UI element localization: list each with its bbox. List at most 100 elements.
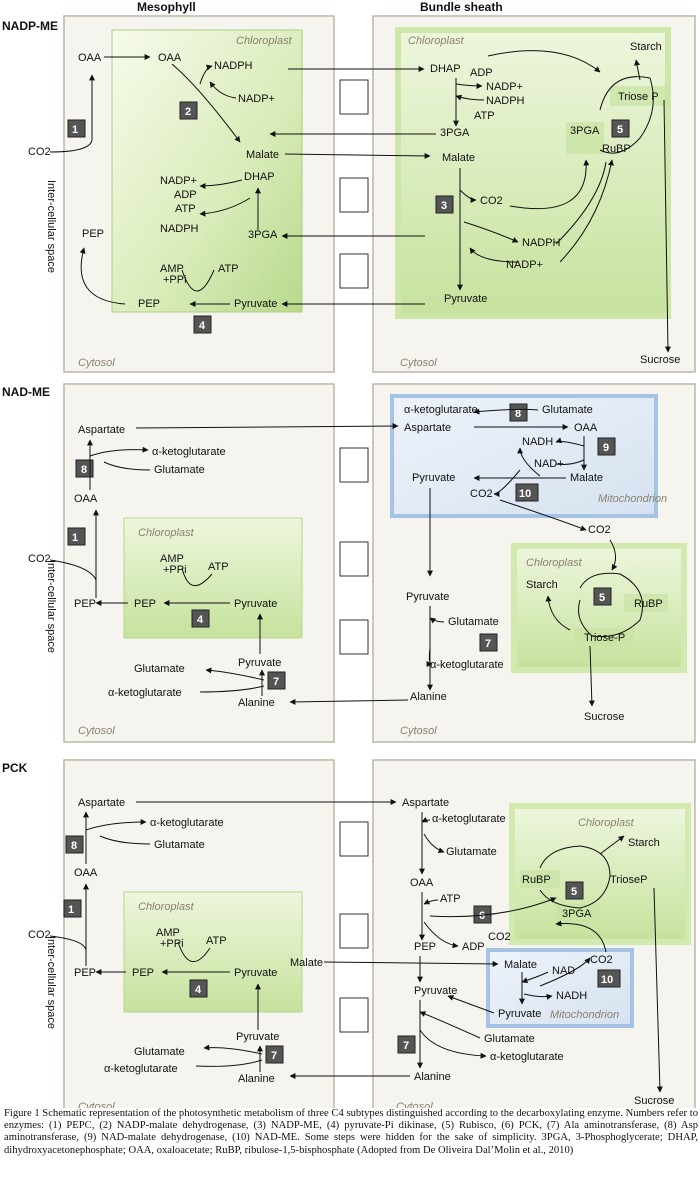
aspartate-label: Aspartate <box>78 797 125 809</box>
svg-text:1: 1 <box>72 124 78 136</box>
enzyme-badge-3: 3 <box>435 195 454 214</box>
glutamate-label: Glutamate <box>484 1033 535 1045</box>
malate-label: Malate <box>246 149 279 161</box>
pyruvate-label: Pyruvate <box>414 985 457 997</box>
plasmodesma <box>339 997 369 1033</box>
enzyme-badge-7: 7 <box>397 1035 416 1054</box>
glutamate-label: Glutamate <box>448 616 499 628</box>
cytosol-label: Cytosol <box>396 1101 433 1108</box>
atp-label: ATP <box>218 263 239 275</box>
oaa-label: OAA <box>574 422 598 434</box>
nadph-label: NADPH <box>522 237 561 249</box>
svg-text:4: 4 <box>197 614 204 626</box>
svg-text:1: 1 <box>68 904 74 916</box>
enzyme-badge-10: 10 <box>515 483 539 502</box>
svg-text:3: 3 <box>441 200 447 212</box>
rubp-label: RuBP <box>602 143 631 155</box>
figure-caption: Figure 1 Schematic representation of the… <box>4 1108 698 1156</box>
enzyme-badge-5: 5 <box>565 881 584 900</box>
chloroplast-label: Chloroplast <box>526 557 583 569</box>
chloroplast <box>111 29 303 313</box>
enzyme-badge-5: 5 <box>611 119 630 138</box>
c4-pathways-diagram: Mesophyll Bundle sheath NADP-ME Chloropl… <box>2 0 696 1108</box>
svg-text:7: 7 <box>485 638 491 650</box>
chloroplast <box>395 27 671 319</box>
3pga-box <box>556 904 600 922</box>
rubp-box <box>520 870 560 888</box>
akg-label: α-ketoglutarate <box>490 1051 564 1063</box>
panel-title: NAD-ME <box>2 385 50 399</box>
enzyme-badge-5: 5 <box>593 587 612 606</box>
glutamate-label: Glutamate <box>542 404 593 416</box>
akg-label: α-ketoglutarate <box>152 446 226 458</box>
triose-p-label: TrioseP <box>610 874 648 886</box>
pyruvate-label: Pyruvate <box>406 591 449 603</box>
amp-label: AMP <box>156 927 180 939</box>
starch-label: Starch <box>526 579 558 591</box>
adp-label: ADP <box>462 941 485 953</box>
sucrose-label: Sucrose <box>634 1095 674 1107</box>
svg-text:5: 5 <box>617 124 623 136</box>
bundle-sheath-header: Bundle sheath <box>420 0 503 14</box>
chloroplast-label: Chloroplast <box>138 527 195 539</box>
rubp-label: RuBP <box>522 874 551 886</box>
inter-cellular-space-label: Inter-cellular space <box>45 180 57 273</box>
alanine-label: Alanine <box>410 691 447 703</box>
glutamate-label: Glutamate <box>134 1046 185 1058</box>
starch-label: Starch <box>628 837 660 849</box>
pep-label: PEP <box>74 967 96 979</box>
pep-label: PEP <box>132 967 154 979</box>
co2-label: CO2 <box>480 195 503 207</box>
svg-text:10: 10 <box>519 488 531 500</box>
chloroplast-label: Chloroplast <box>578 817 635 829</box>
panel-nad-me: NAD-ME Mitochondrion Chloroplast Chlorop… <box>2 383 696 743</box>
pyruvate-label: Pyruvate <box>444 293 487 305</box>
svg-text:7: 7 <box>273 676 279 688</box>
nadh-label: NADH <box>522 436 553 448</box>
malate-label: Malate <box>442 152 475 164</box>
enzyme-badge-1: 1 <box>67 119 86 138</box>
svg-text:9: 9 <box>603 442 609 454</box>
glutamate-label: Glutamate <box>134 663 185 675</box>
svg-text:6: 6 <box>479 910 485 922</box>
chloroplast-label: Chloroplast <box>236 35 293 47</box>
pyruvate-label: Pyruvate <box>498 1008 541 1020</box>
akg-label: α-ketoglutarate <box>104 1063 178 1075</box>
co2-label: CO2 <box>470 488 493 500</box>
alanine-label: Alanine <box>414 1071 451 1083</box>
sucrose-label: Sucrose <box>640 354 680 366</box>
starch-label: Starch <box>630 41 662 53</box>
panel-title: NADP-ME <box>2 19 58 33</box>
pyruvate-label: Pyruvate <box>234 967 277 979</box>
pyruvate-label: Pyruvate <box>234 598 277 610</box>
enzyme-badge-7: 7 <box>479 633 498 652</box>
svg-text:5: 5 <box>599 592 605 604</box>
chloroplast-label: Chloroplast <box>138 901 195 913</box>
inter-cellular-space-label: Inter-cellular space <box>45 936 57 1029</box>
enzyme-badge-9: 9 <box>597 437 616 456</box>
oaa-label: OAA <box>74 867 98 879</box>
svg-text:2: 2 <box>185 106 191 118</box>
enzyme-badge-2: 2 <box>179 101 198 120</box>
co2-label: CO2 <box>28 929 51 941</box>
nadph-label: NADPH <box>160 223 199 235</box>
atp-label: ATP <box>440 893 461 905</box>
nadph-label: NADPH <box>214 60 253 72</box>
3pga-label: 3PGA <box>570 125 600 137</box>
akg-label: α-ketoglutarate <box>404 404 478 416</box>
svg-text:8: 8 <box>71 840 77 852</box>
nad-plus-label: NAD+ <box>534 458 564 470</box>
enzyme-badge-8: 8 <box>65 835 84 854</box>
rubisco-cycle-box <box>566 122 604 154</box>
pep-label: PEP <box>74 598 96 610</box>
rubp-box <box>624 594 668 612</box>
co2-label: CO2 <box>588 524 611 536</box>
plasmodesma <box>339 913 369 949</box>
aspartate-label: Aspartate <box>404 422 451 434</box>
svg-text:10: 10 <box>601 974 613 986</box>
oaa-label: OAA <box>78 52 102 64</box>
nadh-label: NADH <box>556 990 587 1002</box>
svg-text:4: 4 <box>199 320 206 332</box>
glutamate-label: Glutamate <box>446 846 497 858</box>
pyruvate-label: Pyruvate <box>236 1031 279 1043</box>
